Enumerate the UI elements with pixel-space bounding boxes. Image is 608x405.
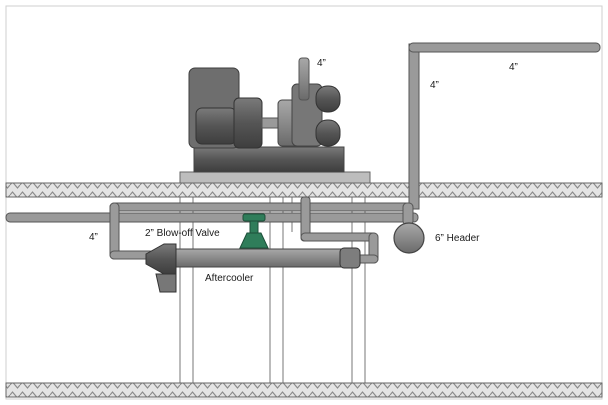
- compressor-base: [179, 146, 371, 184]
- upper-floor-slab: [5, 182, 603, 198]
- main-horizontal-line: [5, 212, 419, 223]
- header-riser-pipe: [408, 42, 601, 210]
- discharge-riser-pipe: [298, 57, 310, 101]
- label-aftercooler: Aftercooler: [205, 273, 254, 284]
- label-header-6in: 6” Header: [435, 233, 480, 244]
- label-left-line: 4”: [89, 232, 98, 243]
- label-pipe-vertical-top: 4”: [317, 58, 326, 69]
- outer-frame: [5, 5, 603, 400]
- lower-floor-slab: [5, 382, 603, 398]
- aftercooler: [145, 243, 361, 293]
- label-header-riser: 4”: [430, 80, 439, 91]
- loop-piping: [109, 196, 414, 264]
- support-columns: [179, 196, 366, 384]
- label-blowoff-valve: 2” Blow-off Valve: [145, 228, 220, 239]
- label-header-top: 4”: [509, 62, 518, 73]
- motor: [188, 67, 263, 149]
- blowoff-valve: [239, 213, 269, 249]
- header-6in-drum: [393, 222, 425, 254]
